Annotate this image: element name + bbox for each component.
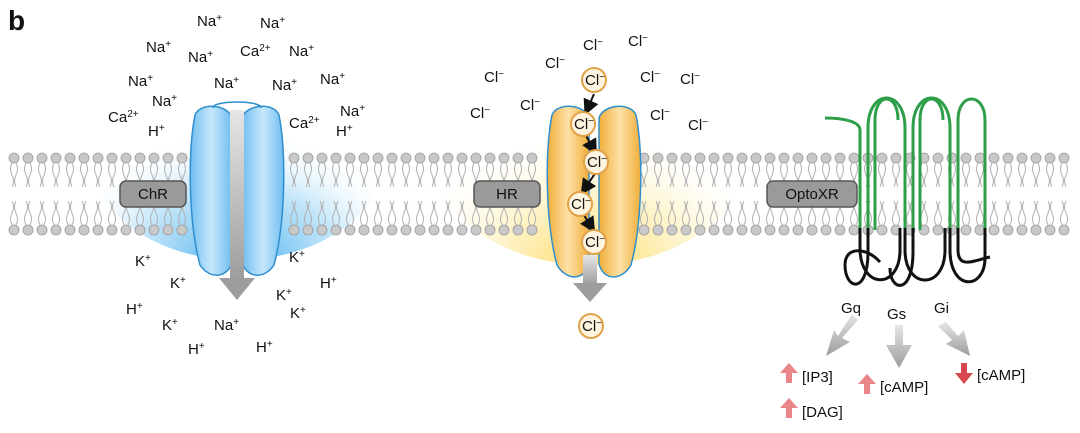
label-chr: ChR: [119, 180, 187, 208]
chr-outside-ion: Na+: [197, 13, 222, 31]
chr-inside-ion: H+: [320, 275, 337, 293]
chr-outside-ion: Ca2+: [289, 115, 320, 133]
ip3-label: [IP3]: [802, 369, 833, 386]
hr-channel-ion: Cl−: [574, 116, 594, 134]
hr-chloride-ion: Cl−: [484, 69, 504, 87]
hr-flow-arrow-shaft: [583, 255, 597, 285]
chr-inside-ions: K+K+K+K+H+H+K+K+Na+H+H+: [126, 249, 337, 359]
hr-chloride-ion: Cl−: [583, 37, 603, 55]
hr-channel-ion-circle: [570, 111, 596, 137]
label-optoxr-text: OptoXR: [785, 186, 839, 203]
chr-inside-ion: K+: [170, 275, 186, 293]
camp-up-label: [cAMP]: [880, 379, 928, 396]
gs-arrow: [886, 325, 912, 368]
chr-flow-arrow-head: [219, 278, 255, 300]
chr-outside-ion: Na+: [152, 93, 177, 111]
chr-outside-ion: Na+: [214, 75, 239, 93]
chr-outside-ion: Ca2+: [108, 109, 139, 127]
chr-outside-ion: Na+: [146, 39, 171, 57]
chr-inside-ion: Na+: [214, 317, 239, 335]
hr-chloride-ion: Cl−: [680, 71, 700, 89]
hr-chloride-ion: Cl−: [640, 69, 660, 87]
hr-channel: [546, 105, 642, 302]
hr-chloride-ion: Cl−: [650, 107, 670, 125]
camp-up-arrow: [858, 374, 876, 394]
chr-outside-ion: Ca2+: [240, 43, 271, 61]
dag-up-arrow: [780, 398, 798, 418]
chr-outside-ion: H+: [336, 123, 353, 141]
optoxr-receptor: [824, 96, 991, 287]
chr-outside-ion: Na+: [320, 71, 345, 89]
chr-inside-ion: H+: [188, 341, 205, 359]
hr-exit-ion: Cl−: [582, 318, 602, 336]
chr-outside-ions: Na+Na+Na+Na+Ca2+Na+Na+Na+Na+Na+Na+Ca2+H+…: [108, 13, 365, 141]
hr-flow-arrow-head: [573, 283, 607, 302]
chr-outside-ion: Na+: [289, 43, 314, 61]
hr-chloride-ion: Cl−: [628, 33, 648, 51]
dag-label: [DAG]: [802, 404, 843, 421]
chr-outside-ion: H+: [148, 123, 165, 141]
gi-label: Gi: [934, 300, 949, 317]
gq-label: Gq: [841, 300, 861, 317]
hr-channel-ion: Cl−: [571, 196, 591, 214]
chr-outside-ion: Na+: [260, 15, 285, 33]
chr-channel: [189, 101, 285, 300]
hr-channel-ion: Cl−: [587, 154, 607, 172]
label-optoxr: OptoXR: [766, 180, 858, 208]
gi-arrow: [938, 322, 970, 356]
hr-channel-ion-circle: [581, 229, 607, 255]
hr-channel-ions: Cl− Cl− Cl− Cl− Cl−: [567, 67, 609, 255]
hr-chloride-ions: Cl− Cl− Cl− Cl− Cl− Cl− Cl− Cl− Cl− Cl−: [470, 33, 708, 135]
chr-inside-ion: K+: [290, 305, 306, 323]
hr-chloride-ion: Cl−: [520, 97, 540, 115]
hr-chloride-ion: Cl−: [470, 105, 490, 123]
label-hr: HR: [473, 180, 541, 208]
panel-letter: b: [8, 5, 25, 36]
camp-down-arrow: [955, 363, 973, 384]
chr-inside-ion: H+: [256, 339, 273, 357]
chr-outside-ion: Na+: [188, 49, 213, 67]
hr-channel-ion-circle: [583, 149, 609, 175]
gq-arrow: [826, 314, 858, 356]
label-chr-text: ChR: [138, 186, 168, 203]
hr-chloride-ion: Cl−: [545, 55, 565, 73]
hr-channel-ion: Cl−: [585, 234, 605, 252]
gprotein-arrows: [826, 314, 970, 368]
chr-inside-ion: K+: [162, 317, 178, 335]
hr-channel-ion-circle: [567, 191, 593, 217]
chr-flow-arrow-shaft: [230, 110, 244, 280]
chr-inside-ion: K+: [135, 253, 151, 271]
hr-channel-ion-circle: [581, 67, 607, 93]
chr-outside-ion: Na+: [340, 103, 365, 121]
chr-inside-ion: K+: [276, 287, 292, 305]
ip3-up-arrow: [780, 363, 798, 383]
label-hr-text: HR: [496, 186, 518, 203]
chr-outside-ion: Na+: [272, 77, 297, 95]
hr-chloride-ion: Cl−: [688, 117, 708, 135]
chr-inside-ion: K+: [289, 249, 305, 267]
hr-exit-ion: Cl−: [578, 313, 604, 339]
camp-down-label: [cAMP]: [977, 367, 1025, 384]
hr-channel-ion: Cl−: [585, 72, 605, 90]
hr-exit-ion-circle: [578, 313, 604, 339]
chr-outside-ion: Na+: [128, 73, 153, 91]
chr-inside-ion: H+: [126, 301, 143, 319]
gs-label: Gs: [887, 306, 906, 323]
